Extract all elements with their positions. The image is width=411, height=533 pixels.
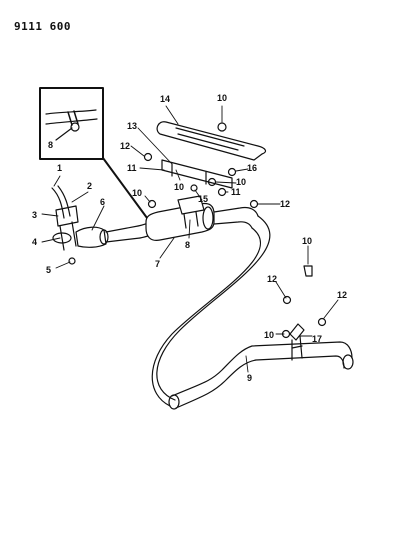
callout-5: 5 [46,265,52,275]
tailpipe-loop [151,215,271,407]
callout-10-b: 10 [174,182,185,192]
muffler-bracket [177,195,205,215]
callout-17: 17 [312,334,323,344]
callout-16: 16 [247,163,258,173]
callout-3: 3 [32,210,38,220]
intermediate-pipe [105,225,141,243]
rear-tailpipe [171,341,353,409]
callout-10-f: 10 [264,330,275,340]
nut-12d [317,317,327,327]
callout-11-a: 11 [127,163,137,173]
callout-9: 9 [247,373,253,383]
callout-12-a: 12 [120,141,131,151]
callout-6: 6 [100,197,106,207]
callout-11-b: 11 [231,187,241,197]
document-id: 9111 600 [14,20,71,33]
rear-hanger [289,323,305,361]
callout-1: 1 [57,163,63,173]
bracket-13 [161,159,233,189]
callout-10-a: 10 [217,93,228,103]
nut-12c [282,295,292,305]
nut-15 [190,184,198,192]
callout-12-b: 12 [280,199,291,209]
callout-14: 14 [160,94,171,104]
front-pipe [51,185,71,219]
callout-7: 7 [155,259,161,269]
nut-12a [143,152,153,162]
callout-10-c: 10 [236,177,247,187]
callout-8: 8 [185,240,191,250]
callout-15: 15 [198,194,209,204]
nut-16 [227,167,237,177]
callout-2: 2 [87,181,93,191]
callout-12-c: 12 [267,274,278,284]
catalytic-converter [75,226,107,248]
inset-leader [102,157,151,223]
nut-10b [207,177,217,187]
nut-12b [249,199,259,209]
nut-10c [147,199,157,209]
bolt-5 [68,257,76,265]
tailpipe-front [213,206,259,229]
callout-13: 13 [127,121,138,131]
callout-8-inset: 8 [48,140,54,150]
callout-12-d: 12 [337,290,348,300]
callout-10-d: 10 [132,188,143,198]
nut-11b [217,187,227,197]
callout-10-e: 10 [302,236,313,246]
clip-10d [303,265,313,277]
nut-10a [217,122,227,132]
heat-shield [156,121,267,161]
detail-inset-clamp [67,110,79,126]
callout-4: 4 [32,237,38,247]
muffler [145,202,215,241]
